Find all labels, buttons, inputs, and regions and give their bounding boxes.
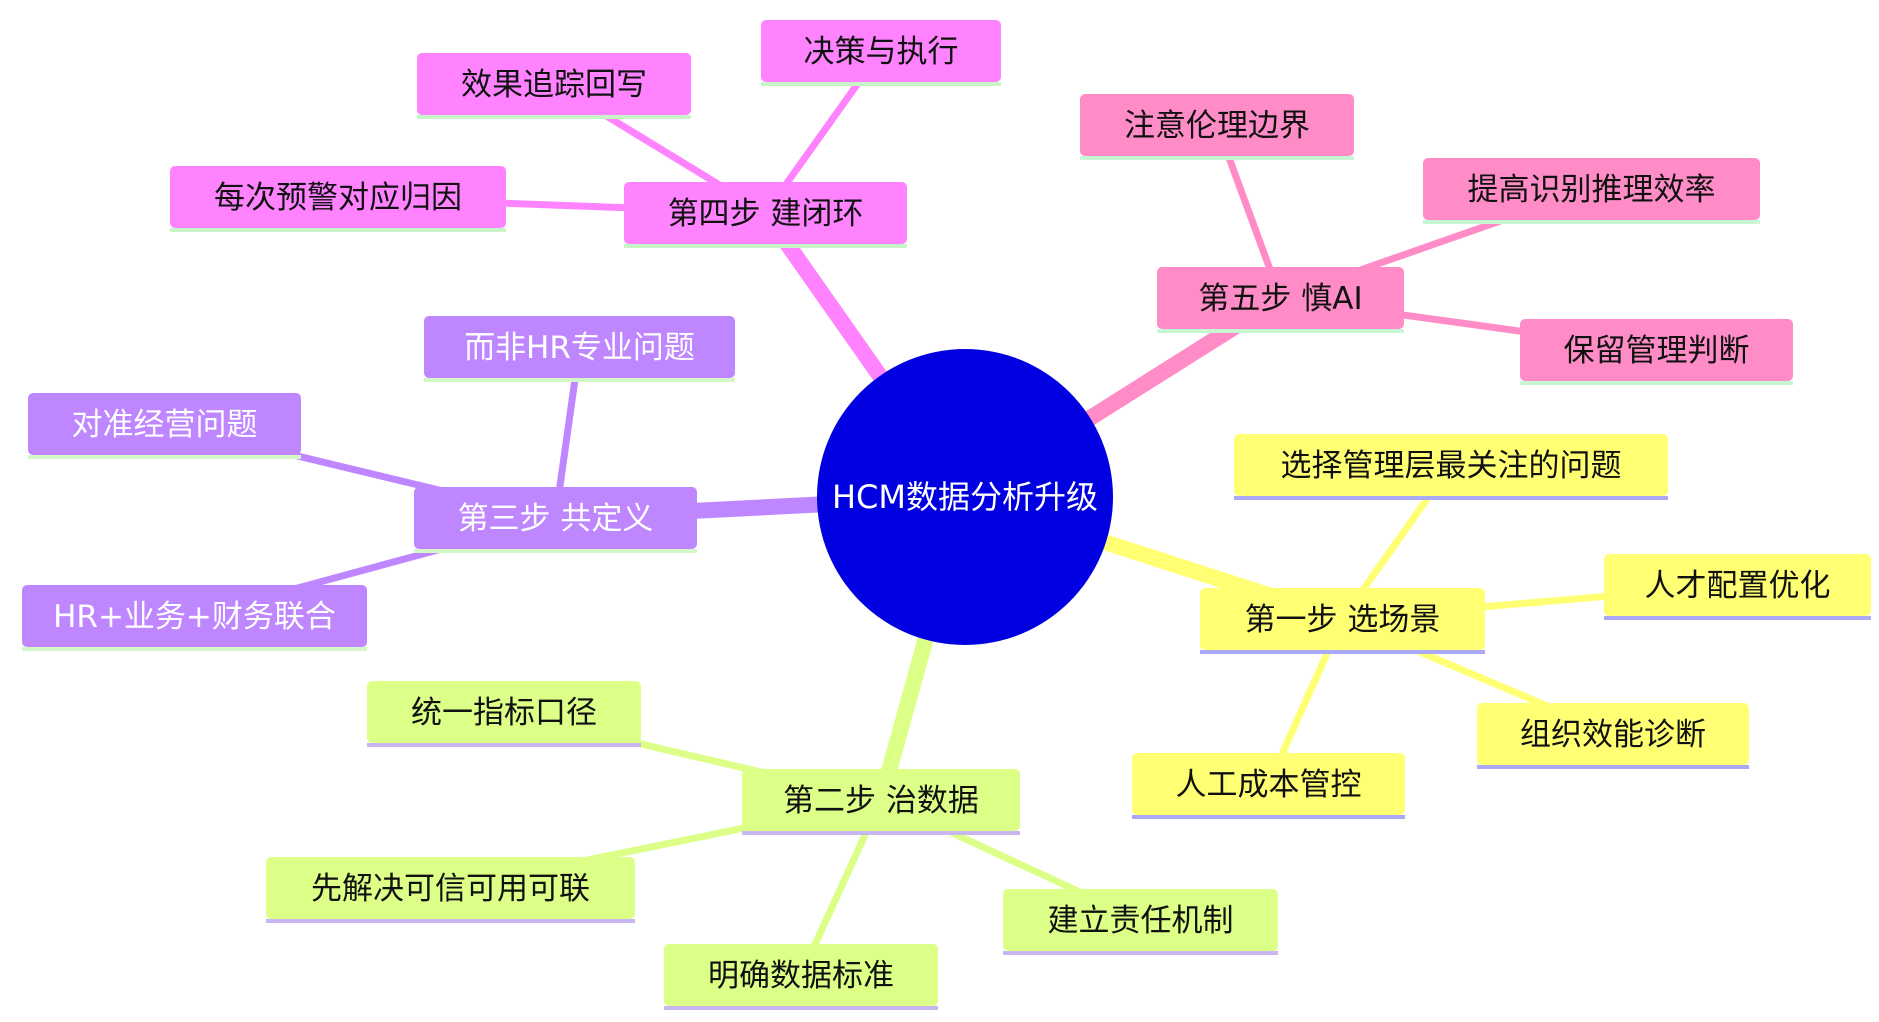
leaf-node-step4-0-label: 决策与执行 xyxy=(804,34,959,70)
leaf-node-step4-2-box xyxy=(170,166,506,228)
leaf-node-step2-1[interactable]: 先解决可信可用可联 xyxy=(266,857,635,923)
branch-node-step2-underline xyxy=(742,831,1020,835)
leaf-node-step4-2-label: 每次预警对应归因 xyxy=(214,180,462,216)
branch-node-step1-underline xyxy=(1200,650,1485,654)
leaf-node-step2-3[interactable]: 建立责任机制 xyxy=(1003,889,1278,955)
leaf-node-step1-2-underline xyxy=(1477,765,1749,769)
leaf-node-step1-0-label: 选择管理层最关注的问题 xyxy=(1281,448,1622,484)
leaf-node-step1-2-box xyxy=(1477,703,1749,765)
branch-node-step2-label: 第二步 治数据 xyxy=(783,783,979,819)
leaf-node-step2-2-underline xyxy=(664,1006,938,1010)
leaf-node-step4-1-box xyxy=(417,53,691,115)
leaf-node-step2-1-box xyxy=(266,857,635,919)
branch-node-step1[interactable]: 第一步 选场景 xyxy=(1200,588,1485,654)
leaf-node-step1-2-label: 组织效能诊断 xyxy=(1520,717,1706,753)
leaf-node-step1-3-box xyxy=(1132,753,1405,815)
branch-node-step1-box xyxy=(1200,588,1485,650)
leaf-node-step5-0-underline xyxy=(1080,156,1354,160)
leaf-node-step4-1[interactable]: 效果追踪回写 xyxy=(417,53,691,119)
leaf-node-step1-0[interactable]: 选择管理层最关注的问题 xyxy=(1234,434,1668,500)
leaf-node-step2-0[interactable]: 统一指标口径 xyxy=(367,681,641,747)
leaf-node-step2-2-label: 明确数据标准 xyxy=(708,958,894,994)
branch-node-step4-box xyxy=(624,182,907,244)
leaf-node-step1-1-box xyxy=(1604,554,1871,616)
branch-node-step2-box xyxy=(742,769,1020,831)
leaf-node-step3-0-label: 而非HR专业问题 xyxy=(464,330,695,366)
leaf-node-step3-0-box xyxy=(424,316,735,378)
leaf-node-step4-0-box xyxy=(761,20,1001,82)
leaf-node-step3-2[interactable]: HR+业务+财务联合 xyxy=(22,585,367,651)
leaf-node-step1-1-underline xyxy=(1604,616,1871,620)
leaf-node-step5-1[interactable]: 提高识别推理效率 xyxy=(1423,158,1760,224)
leaf-node-step3-0-underline xyxy=(424,378,735,382)
leaf-node-step1-3-underline xyxy=(1132,815,1405,819)
leaf-node-step3-1-box xyxy=(28,393,301,455)
leaf-node-step2-2-box xyxy=(664,944,938,1006)
leaf-node-step1-0-underline xyxy=(1234,496,1668,500)
leaf-node-step2-0-label: 统一指标口径 xyxy=(411,695,597,731)
leaf-node-step5-1-label: 提高识别推理效率 xyxy=(1468,172,1716,208)
center-node-circle xyxy=(817,349,1113,645)
branch-node-step3-label: 第三步 共定义 xyxy=(458,501,654,537)
leaf-node-step4-2-underline xyxy=(170,228,506,232)
leaf-node-step2-3-underline xyxy=(1003,951,1278,955)
branch-node-step5-underline xyxy=(1157,329,1404,333)
leaf-node-step5-1-underline xyxy=(1423,220,1760,224)
leaf-node-step2-3-box xyxy=(1003,889,1278,951)
leaf-node-step3-2-label: HR+业务+财务联合 xyxy=(53,599,336,635)
leaf-node-step5-0[interactable]: 注意伦理边界 xyxy=(1080,94,1354,160)
leaf-node-step1-2[interactable]: 组织效能诊断 xyxy=(1477,703,1749,769)
leaf-node-step3-1[interactable]: 对准经营问题 xyxy=(28,393,301,459)
branch-node-step3-underline xyxy=(414,549,697,553)
center-node-label: HCM数据分析升级 xyxy=(832,478,1098,516)
leaf-node-step1-0-box xyxy=(1234,434,1668,496)
leaf-node-step1-1-label: 人才配置优化 xyxy=(1645,568,1831,604)
leaf-node-step4-2[interactable]: 每次预警对应归因 xyxy=(170,166,506,232)
leaf-node-step5-2[interactable]: 保留管理判断 xyxy=(1520,319,1793,385)
leaf-node-step5-2-label: 保留管理判断 xyxy=(1564,333,1750,369)
branch-node-step3[interactable]: 第三步 共定义 xyxy=(414,487,697,553)
leaf-node-step5-0-label: 注意伦理边界 xyxy=(1124,108,1310,144)
branch-node-step4-label: 第四步 建闭环 xyxy=(668,196,864,232)
branch-node-step1-label: 第一步 选场景 xyxy=(1245,602,1441,638)
leaf-node-step3-2-box xyxy=(22,585,367,647)
leaf-node-step4-0-underline xyxy=(761,82,1001,86)
branch-node-step5-box xyxy=(1157,267,1404,329)
center-node[interactable]: HCM数据分析升级 xyxy=(817,349,1113,645)
leaf-node-step2-0-underline xyxy=(367,743,641,747)
branch-node-step4-underline xyxy=(624,244,907,248)
leaf-node-step3-2-underline xyxy=(22,647,367,651)
leaf-node-step1-1[interactable]: 人才配置优化 xyxy=(1604,554,1871,620)
leaf-node-step3-0[interactable]: 而非HR专业问题 xyxy=(424,316,735,382)
branch-node-step2[interactable]: 第二步 治数据 xyxy=(742,769,1020,835)
branch-node-step4[interactable]: 第四步 建闭环 xyxy=(624,182,907,248)
leaf-node-step4-0[interactable]: 决策与执行 xyxy=(761,20,1001,86)
leaf-node-step2-3-label: 建立责任机制 xyxy=(1048,903,1234,939)
branch-node-step5-label: 第五步 慎AI xyxy=(1198,281,1362,317)
leaf-node-step4-1-label: 效果追踪回写 xyxy=(461,67,647,103)
branch-node-step5[interactable]: 第五步 慎AI xyxy=(1157,267,1404,333)
leaf-node-step2-1-label: 先解决可信可用可联 xyxy=(311,871,590,907)
leaf-node-step2-0-box xyxy=(367,681,641,743)
leaf-node-step2-1-underline xyxy=(266,919,635,923)
leaf-node-step4-1-underline xyxy=(417,115,691,119)
branch-node-step3-box xyxy=(414,487,697,549)
leaf-node-step5-1-box xyxy=(1423,158,1760,220)
leaf-node-step1-3[interactable]: 人工成本管控 xyxy=(1132,753,1405,819)
leaf-node-step5-2-underline xyxy=(1520,381,1793,385)
leaf-node-step5-0-box xyxy=(1080,94,1354,156)
leaf-node-step3-1-label: 对准经营问题 xyxy=(72,407,258,443)
leaf-node-step2-2[interactable]: 明确数据标准 xyxy=(664,944,938,1010)
leaf-node-step1-3-label: 人工成本管控 xyxy=(1176,767,1362,803)
leaf-node-step3-1-underline xyxy=(28,455,301,459)
leaf-node-step5-2-box xyxy=(1520,319,1793,381)
